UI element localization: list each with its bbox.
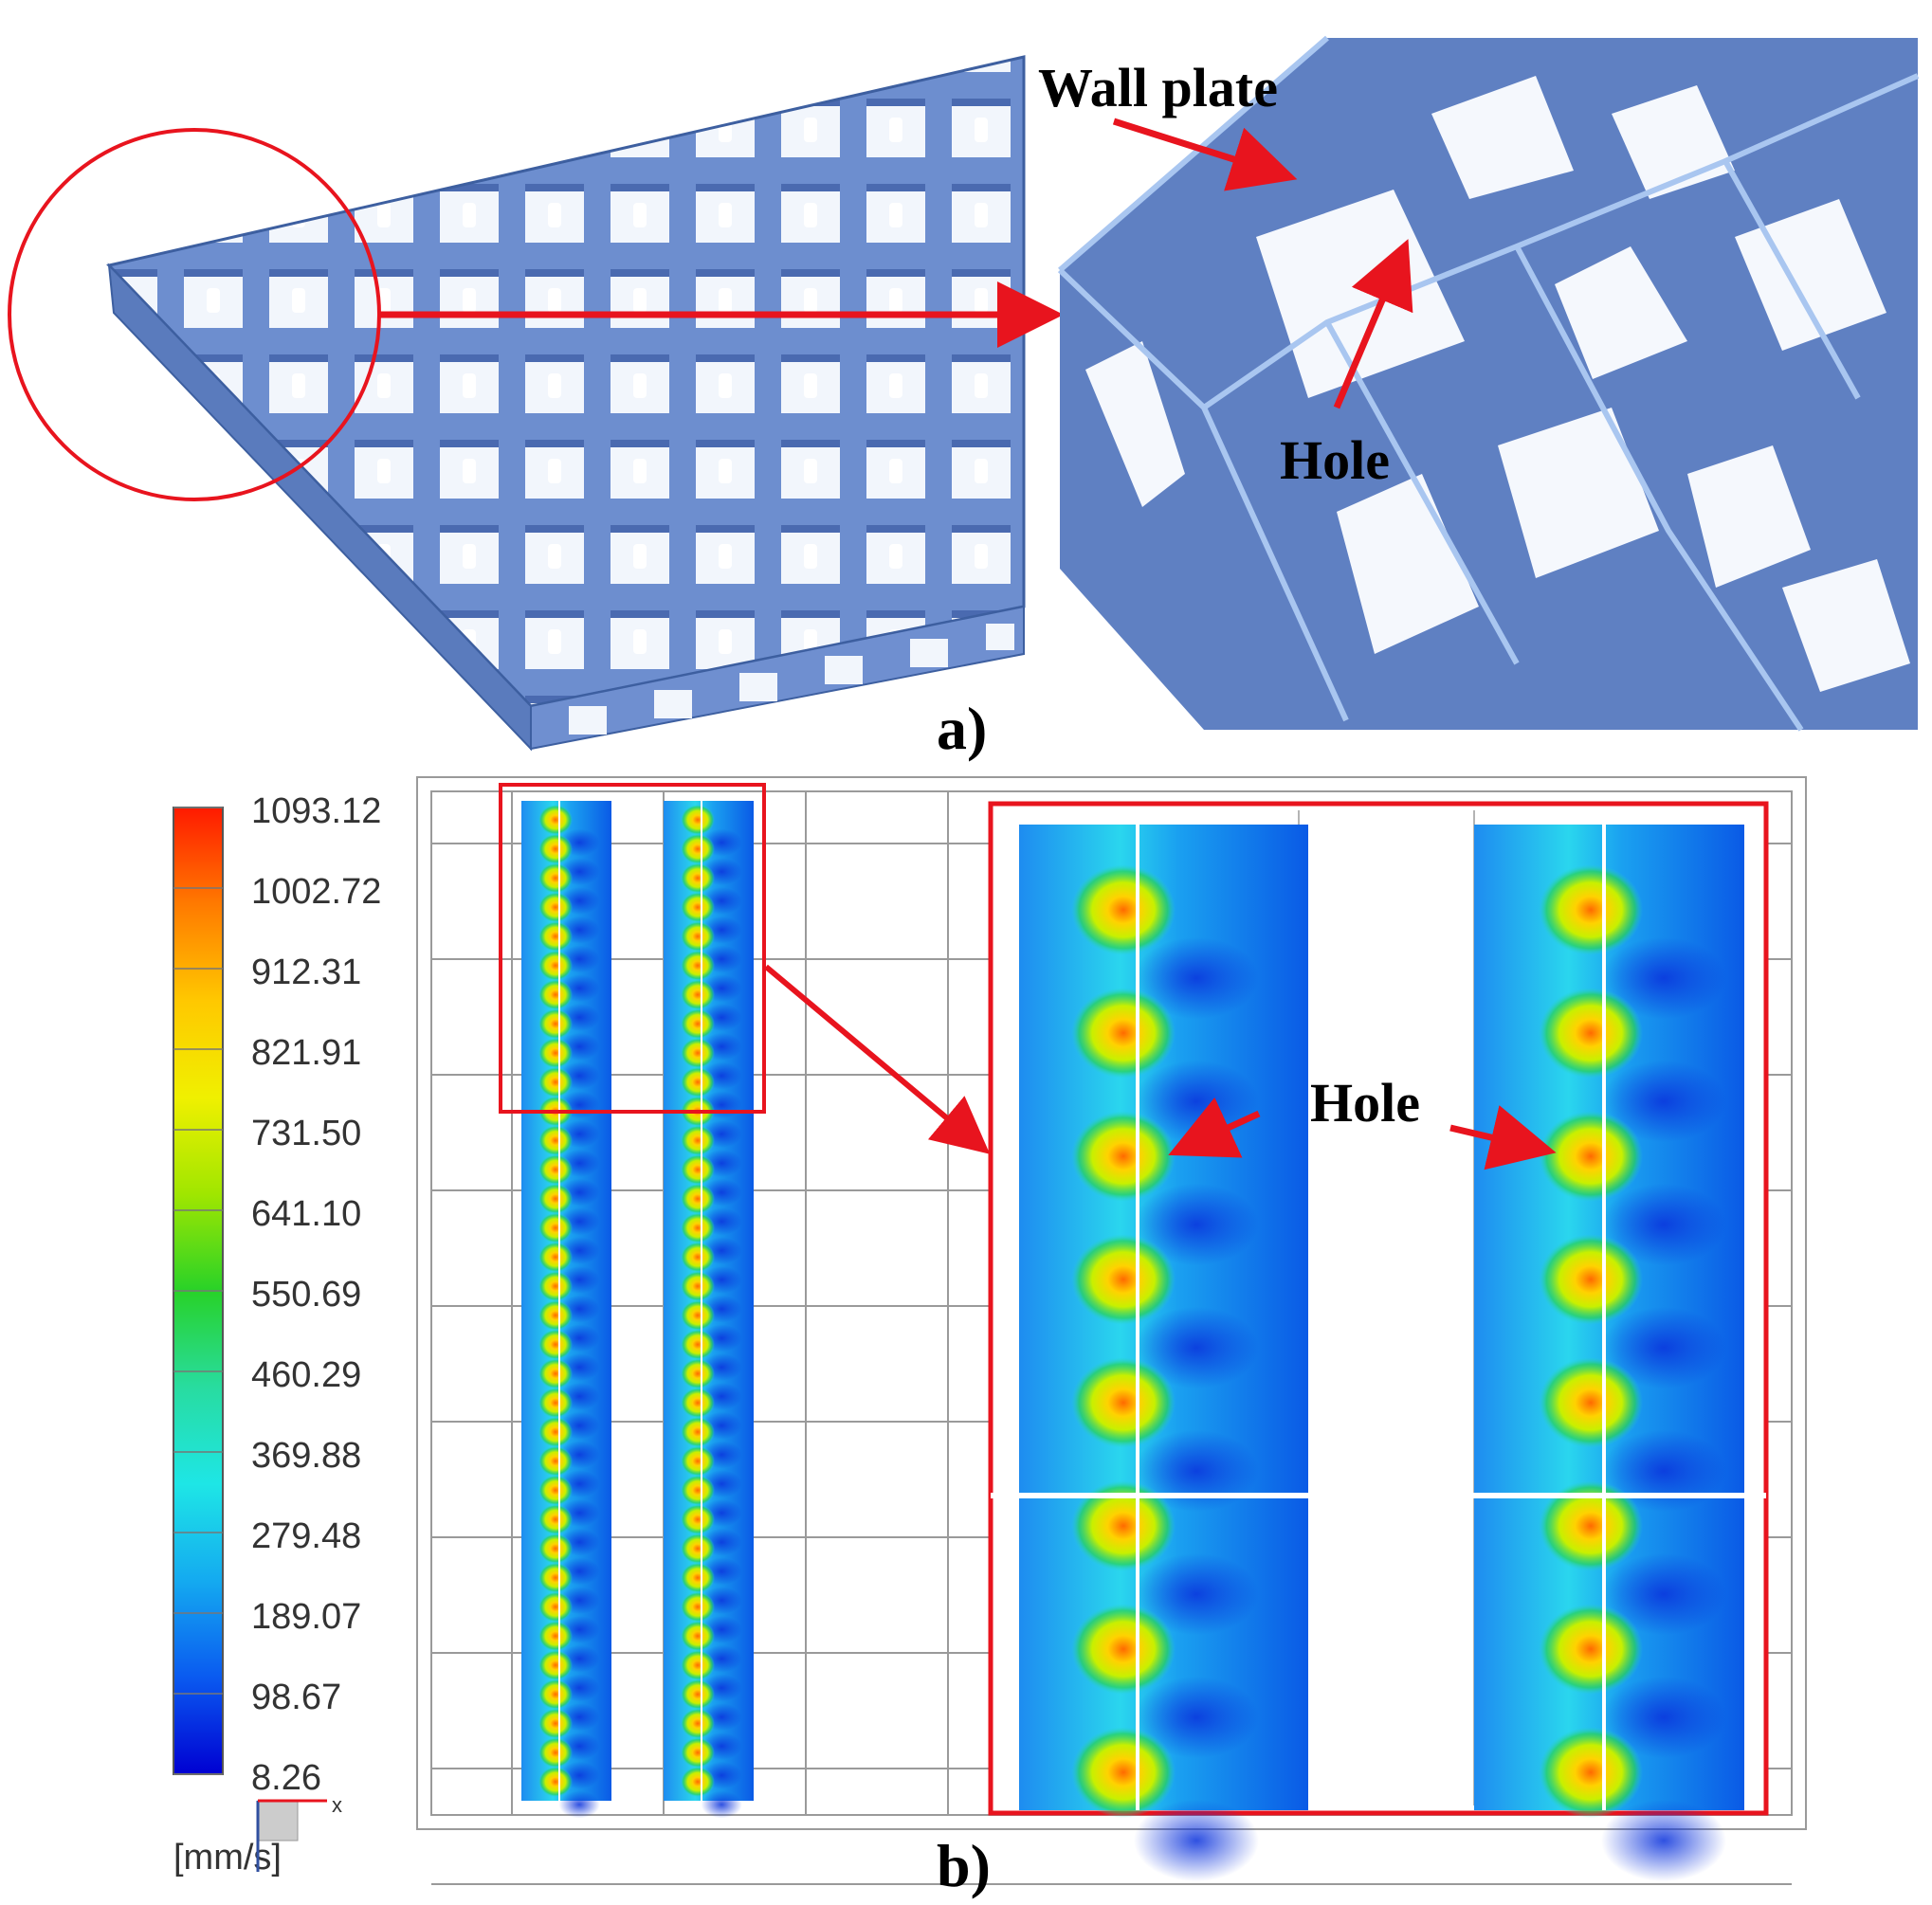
- colorbar: 1093.12 1002.72 912.31 821.91 731.50 641.10 55…: [173, 791, 381, 1878]
- colorbar-tick-label: 641.10: [251, 1194, 361, 1234]
- colorbar-tick-label: 460.29: [251, 1355, 361, 1395]
- zoom-arrow-b: [764, 964, 991, 1154]
- colorbar-tick-label: 369.88: [251, 1436, 361, 1476]
- colorbar-tick-label: 550.69: [251, 1275, 361, 1315]
- zoom-detail-view: [1057, 35, 1920, 732]
- wall-plate-arrow: [1112, 118, 1298, 191]
- axis-x-label: x: [332, 1793, 342, 1817]
- velocity-strip-zoom-1: [1019, 825, 1308, 1882]
- colorbar-tick-label: 279.48: [251, 1516, 361, 1556]
- velocity-strip-left-1: [521, 801, 611, 1819]
- panel-a: Wall plate Hole a): [8, 35, 1920, 762]
- panel-label-a: a): [937, 695, 987, 762]
- velocity-strip-zoom-2: [1474, 825, 1744, 1882]
- colorbar-tick-label: 98.67: [251, 1678, 341, 1717]
- axis-triad: x: [256, 1793, 342, 1872]
- zoom-box-small: [499, 783, 766, 1114]
- colorbar-tick-label: 731.50: [251, 1114, 361, 1153]
- velocity-strip-left-2: [664, 801, 754, 1819]
- hole-arrow-b-right: [1449, 1105, 1557, 1170]
- panel-label-b: b): [937, 1832, 991, 1899]
- zoom-detail-simulation: Hole: [988, 801, 1769, 1882]
- label-hole-b: Hole: [1310, 1072, 1420, 1134]
- grid-model-3d: [106, 55, 1026, 752]
- label-hole-a: Hole: [1280, 429, 1390, 491]
- colorbar-tick-label: 189.07: [251, 1597, 361, 1637]
- colorbar-ticks: 1093.12 1002.72 912.31 821.91 731.50 641.10 55…: [173, 791, 381, 1798]
- label-wall-plate: Wall plate: [1038, 57, 1278, 118]
- colorbar-tick-label: 1002.72: [251, 872, 381, 912]
- hole-arrow-b-left: [1168, 1097, 1261, 1158]
- colorbar-tick-label: 821.91: [251, 1033, 361, 1073]
- panel-b: 1093.12 1002.72 912.31 821.91 731.50 641.10 55…: [173, 776, 1807, 1899]
- colorbar-tick-label: 8.26: [251, 1758, 321, 1798]
- colorbar-tick-label: 912.31: [251, 952, 361, 992]
- colorbar-unit: [mm/s]: [173, 1838, 282, 1878]
- colorbar-tick-label: 1093.12: [251, 791, 381, 831]
- hole-arrow-a: [1333, 239, 1413, 409]
